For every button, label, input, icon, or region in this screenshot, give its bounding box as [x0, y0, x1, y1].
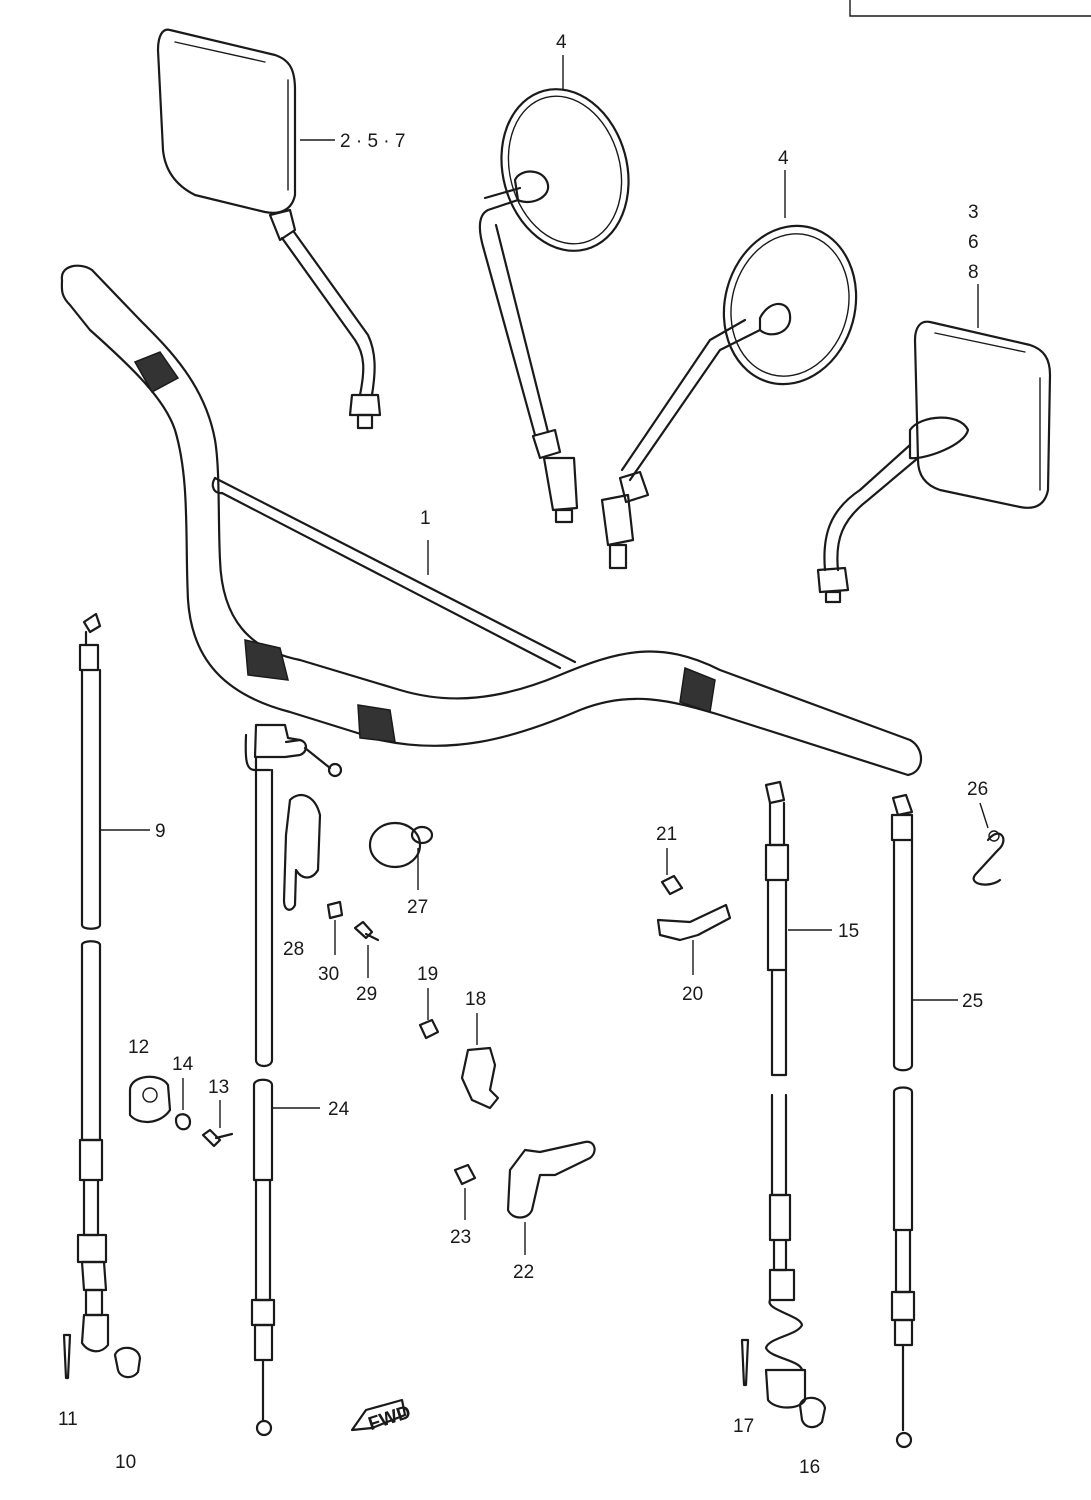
mirror-round-lower [600, 224, 858, 570]
callout-20: 20 [682, 984, 703, 1005]
callout-17: 17 [733, 1416, 754, 1437]
callout-22: 22 [513, 1262, 534, 1283]
clamp-12 [128, 1075, 172, 1123]
knurl-right [679, 666, 716, 713]
knurl-center [357, 704, 396, 743]
mirror-rect-right [816, 320, 1052, 604]
knurl-center-left [244, 639, 289, 681]
bolt-23 [453, 1163, 477, 1186]
ring-27 [368, 821, 434, 869]
pin-17 [740, 1338, 750, 1387]
callout-19: 19 [417, 964, 438, 985]
callout-14: 14 [172, 1054, 194, 1075]
callout-1: 1 [420, 508, 431, 529]
callout-15: 15 [838, 921, 859, 942]
clip-26 [972, 832, 1005, 886]
knurl-left [133, 351, 180, 394]
callout-23: 23 [450, 1227, 471, 1248]
washer-14 [174, 1113, 192, 1131]
callout-4-lower: 4 [778, 148, 789, 169]
screw-13 [201, 1128, 222, 1148]
bracket-22 [506, 1140, 596, 1219]
callout-6: 6 [968, 232, 979, 253]
callout-30: 30 [318, 964, 339, 985]
callout-29: 29 [356, 984, 377, 1005]
callout-9: 9 [155, 821, 166, 842]
callout-16: 16 [799, 1457, 820, 1478]
cable-9 [76, 612, 110, 1353]
pin-11 [62, 1333, 72, 1380]
callout-25: 25 [962, 991, 983, 1012]
callout-12: 12 [128, 1037, 149, 1058]
callout-10: 10 [115, 1452, 136, 1473]
callout-27: 27 [407, 897, 428, 918]
cable-24 [244, 723, 343, 1437]
screw-29 [353, 920, 374, 940]
frame-corner [849, 0, 1091, 17]
callout-28: 28 [283, 939, 304, 960]
cable-25 [890, 793, 916, 1449]
callout-18: 18 [465, 989, 486, 1010]
callout-8: 8 [968, 262, 979, 283]
mirror-rect-left [156, 28, 382, 430]
callout-13: 13 [208, 1077, 229, 1098]
bolt-21 [660, 874, 684, 896]
callout-21: 21 [656, 824, 677, 845]
fwd-label: FWD [366, 1402, 414, 1435]
forward-arrow: FWD [350, 1398, 414, 1435]
callout-26: 26 [967, 779, 988, 800]
callout-2-5-7: 2 · 5 · 7 [340, 131, 405, 152]
handlebar [60, 264, 923, 777]
mirror-round-upper [478, 88, 630, 524]
bracket-18 [460, 1046, 500, 1110]
nut-19 [418, 1018, 440, 1040]
boot-10 [113, 1346, 142, 1379]
boot-16 [798, 1396, 827, 1429]
callout-11: 11 [58, 1409, 78, 1430]
callout-4-upper: 4 [556, 32, 567, 53]
bracket-20 [656, 903, 732, 942]
callout-24: 24 [328, 1099, 350, 1120]
clamp-28 [282, 793, 322, 911]
nut-30 [326, 900, 344, 920]
callout-3: 3 [968, 202, 979, 223]
cable-15 [764, 780, 807, 1409]
